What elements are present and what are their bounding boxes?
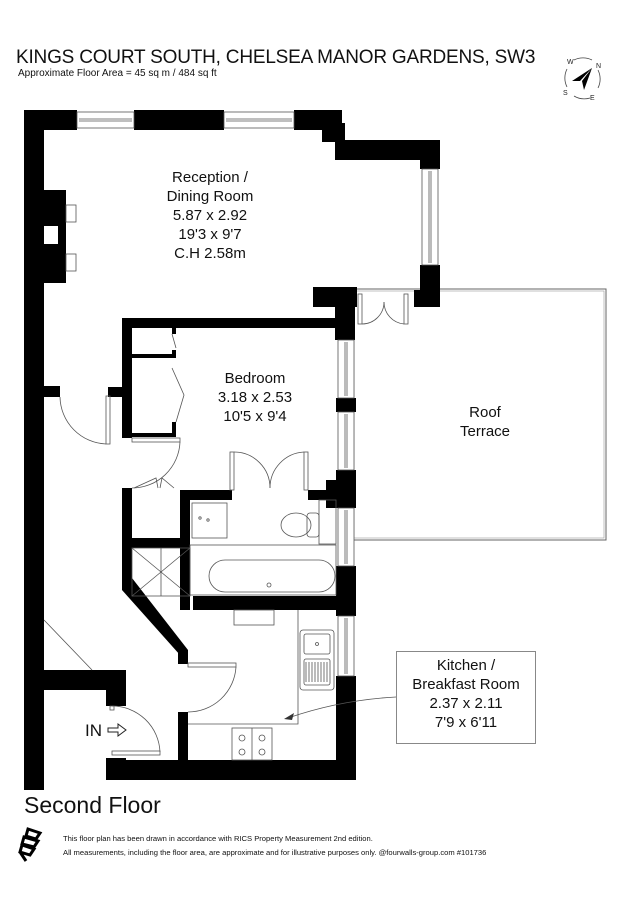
footer-disclaimer: This floor plan has been drawn in accord… [63,832,486,860]
room-imperial: 7'9 x 6'11 [434,714,498,731]
fixtures [43,204,397,761]
entrance-text: IN [85,721,102,740]
entrance-label: IN [85,721,129,741]
room-name: Kitchen / [436,657,496,674]
entrance-arrow-icon [107,723,127,737]
room-imperial: 19'3 x 9'7 [178,226,242,243]
room-metric: 2.37 x 2.11 [429,695,503,712]
room-metric: 3.18 x 2.53 [217,389,293,406]
leader-arrowhead [284,713,294,720]
footer-line-1: This floor plan has been drawn in accord… [63,834,373,843]
floor-name: Second Floor [24,792,161,818]
room-name: Breakfast Room [412,676,520,693]
compass-s: S [563,90,568,97]
compass-w: W [567,59,574,66]
room-name: Dining Room [166,188,254,205]
walls [24,110,440,790]
compass-n: N [596,63,601,70]
room-ceiling-height: C.H 2.58m [174,245,246,262]
floor-area-subtitle: Approximate Floor Area = 45 sq m / 484 s… [18,68,217,79]
room-name: Terrace [459,423,511,440]
room-name: Roof [469,404,501,421]
room-imperial: 10'5 x 9'4 [223,408,287,425]
room-label-reception: Reception / Dining Room 5.87 x 2.92 19'3… [120,168,300,263]
windows [76,111,439,677]
room-metric: 5.87 x 2.92 [172,207,248,224]
page-title: KINGS COURT SOUTH, CHELSEA MANOR GARDENS… [16,47,536,68]
room-label-roof-terrace: Roof Terrace [430,403,540,441]
footer-line-2: All measurements, including the floor ar… [63,848,487,857]
doors [59,293,409,756]
compass-icon: W N S E [563,57,601,102]
room-name: Reception / [172,169,248,186]
fourwalls-logo-icon [18,827,43,862]
room-label-bedroom: Bedroom 3.18 x 2.53 10'5 x 9'4 [190,369,320,426]
room-label-kitchen: Kitchen / Breakfast Room 2.37 x 2.11 7'9… [396,651,536,744]
room-name: Bedroom [224,370,286,387]
compass-e: E [590,95,595,102]
